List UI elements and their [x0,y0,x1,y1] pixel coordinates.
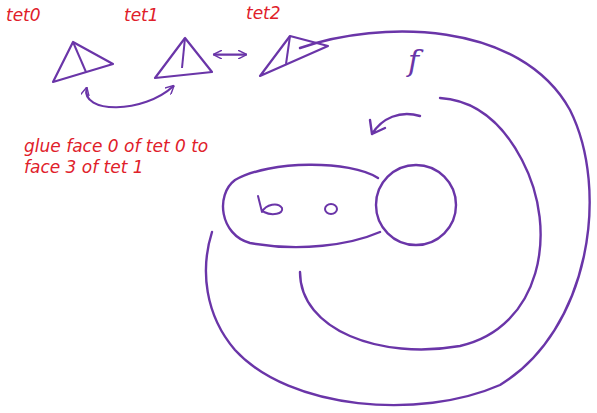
tet-label: tet1 [124,6,159,25]
tetrahedron-outline [53,42,113,82]
tetrahedron-node: tet0 [6,6,118,88]
tetrahedron-edge [73,42,86,72]
glue-connector [214,53,246,55]
tetrahedron-edge [182,38,185,68]
map-label: f [408,46,419,76]
left-lobe [223,165,380,247]
tet-label: tet0 [6,6,41,25]
tetrahedron-node: tet2 [246,4,332,84]
inner-spiral [300,98,541,349]
tetrahedron-outline [155,38,212,78]
lobe-doodle [325,204,337,214]
tetrahedron-node: tet1 [124,6,214,86]
lobe-doodle [258,196,282,214]
tetrahedron-edge [286,36,290,64]
glue-note: glue face 0 of tet 0 to face 3 of tet 1 [24,136,214,179]
tetrahedron-outline [260,36,328,76]
glue-connector [86,86,173,107]
outer-spiral [206,32,590,406]
tet-label: tet2 [246,4,281,23]
turn-arrow [370,114,420,134]
right-lobe [376,165,456,245]
